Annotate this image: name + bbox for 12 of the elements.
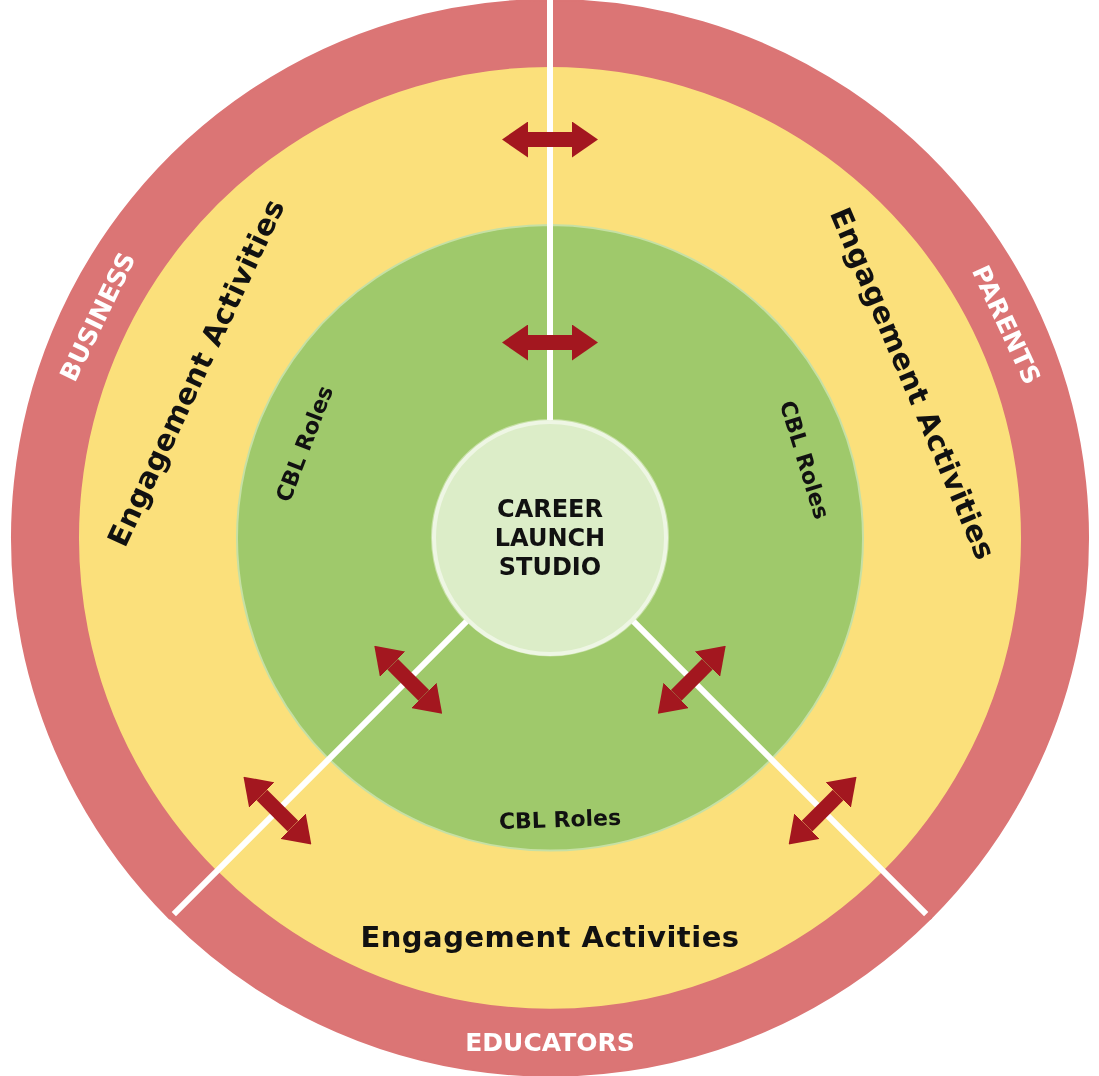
segment-label: Engagement Activities xyxy=(360,922,740,954)
segment-label: CBL Roles xyxy=(272,382,339,506)
double-arrow xyxy=(243,776,312,845)
center-label: CAREER LAUNCH STUDIO xyxy=(493,494,607,582)
segment-label: EDUCATORS xyxy=(465,1029,635,1057)
double-arrow xyxy=(502,121,598,158)
double-arrow xyxy=(374,645,443,714)
segment-label: CBL Roles xyxy=(774,398,834,523)
double-arrow xyxy=(788,776,857,845)
double-arrow xyxy=(657,645,726,714)
segment-label: CBL Roles xyxy=(498,805,622,835)
double-arrow xyxy=(502,324,598,361)
